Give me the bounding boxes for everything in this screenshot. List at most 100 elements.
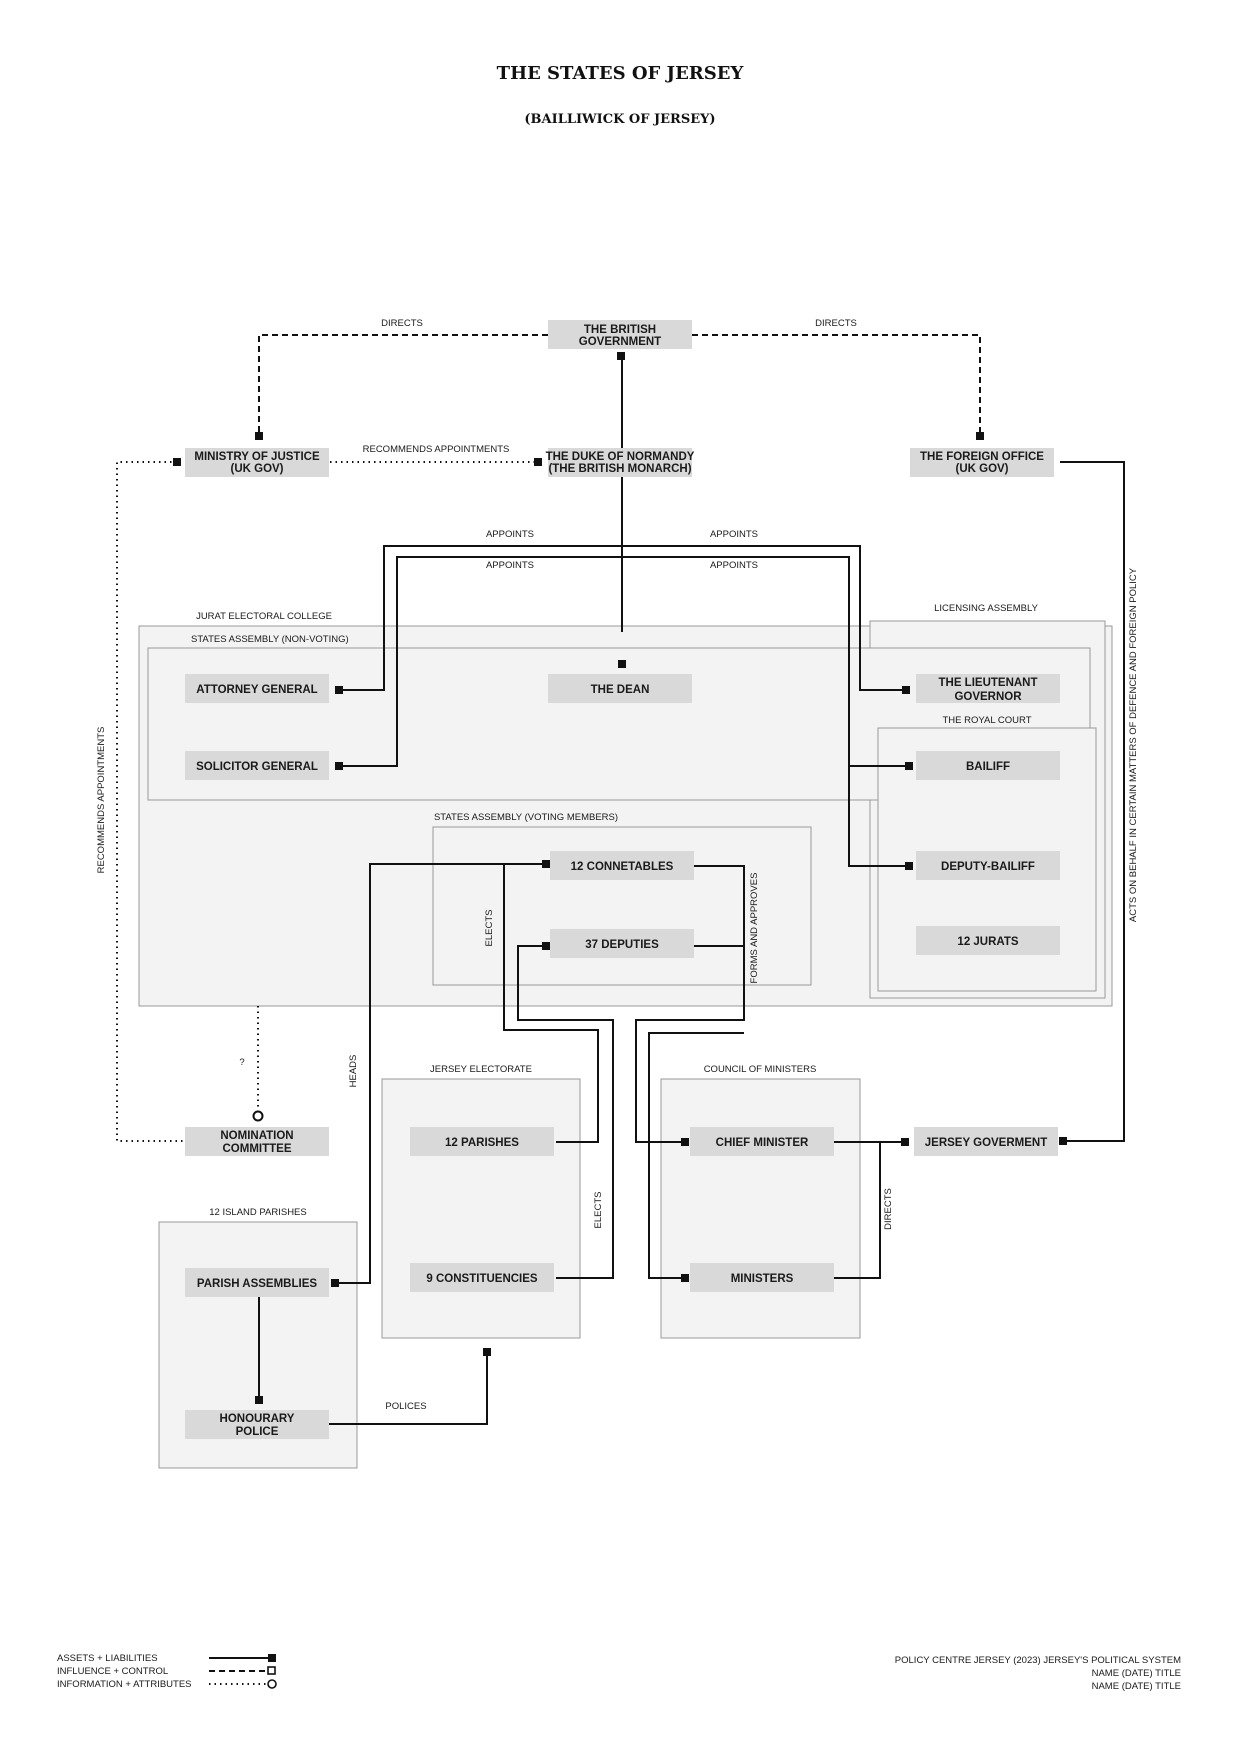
node-nomination-committee[interactable]: NOMINATION COMMITTEE bbox=[185, 1127, 329, 1156]
marker bbox=[542, 942, 550, 950]
node-label: COMMITTEE bbox=[223, 1143, 292, 1155]
node-solicitor-general[interactable]: SOLICITOR GENERAL bbox=[185, 751, 329, 780]
edge-appoints-outer bbox=[339, 545, 906, 691]
label-island-parishes: 12 ISLAND PARISHES bbox=[209, 1207, 307, 1218]
node-label: THE BRITISH bbox=[584, 324, 656, 336]
solid-connections bbox=[258, 356, 1125, 1425]
marker bbox=[902, 686, 910, 694]
edge-forms-chief-minister bbox=[635, 865, 745, 1143]
node-label: 9 CONSTITUENCIES bbox=[426, 1273, 538, 1285]
node-label: 12 PARISHES bbox=[445, 1137, 519, 1149]
label-states-assembly-non-voting: STATES ASSEMBLY (NON-VOTING) bbox=[191, 634, 349, 645]
legend-label-dashed: INFLUENCE + CONTROL bbox=[57, 1666, 168, 1677]
citation-line: NAME (DATE) TITLE bbox=[1092, 1681, 1181, 1692]
edge-polices bbox=[329, 1352, 488, 1425]
node-label: MINISTERS bbox=[731, 1273, 794, 1285]
edge-directs-ministers bbox=[834, 1141, 881, 1279]
legend: ASSETS + LIABILITIES INFLUENCE + CONTROL… bbox=[57, 1653, 277, 1690]
marker bbox=[976, 432, 984, 440]
label-recommends-appointments-top: RECOMMENDS APPOINTMENTS bbox=[363, 444, 510, 455]
node-parishes[interactable]: 12 PARISHES bbox=[410, 1127, 554, 1156]
legend-marker-solid bbox=[268, 1654, 276, 1662]
marker bbox=[534, 458, 542, 466]
marker bbox=[618, 660, 626, 668]
marker bbox=[335, 686, 343, 694]
legend-label-solid: ASSETS + LIABILITIES bbox=[57, 1653, 158, 1664]
label-forms-and-approves: FORMS AND APPROVES bbox=[749, 873, 760, 984]
marker bbox=[905, 762, 913, 770]
node-label: 37 DEPUTIES bbox=[585, 939, 659, 951]
marker bbox=[335, 762, 343, 770]
marker bbox=[542, 860, 550, 868]
node-label: GOVERNOR bbox=[954, 691, 1022, 703]
node-foreign-office[interactable]: THE FOREIGN OFFICE (UK GOV) bbox=[910, 448, 1054, 477]
node-label: JERSEY GOVERMENT bbox=[925, 1137, 1048, 1149]
node-label: (THE BRITISH MONARCH) bbox=[548, 463, 691, 475]
node-attorney-general[interactable]: ATTORNEY GENERAL bbox=[185, 674, 329, 703]
dashed-connections bbox=[258, 334, 981, 436]
label-elects-2: ELECTS bbox=[593, 1192, 604, 1229]
node-constituencies[interactable]: 9 CONSTITUENCIES bbox=[410, 1263, 554, 1292]
node-label: THE DUKE OF NORMANDY bbox=[546, 451, 695, 463]
label-appoints-4: APPOINTS bbox=[710, 560, 758, 571]
label-appoints-1: APPOINTS bbox=[486, 529, 534, 540]
dotted-connections bbox=[116, 461, 538, 1142]
node-label: BAILIFF bbox=[966, 761, 1010, 773]
edge-parishes-connetables bbox=[503, 863, 599, 1143]
label-question: ? bbox=[239, 1057, 244, 1068]
marker bbox=[173, 458, 181, 466]
node-label: HONOURARY bbox=[220, 1413, 295, 1425]
node-the-dean[interactable]: THE DEAN bbox=[548, 674, 692, 703]
group-council-of-ministers bbox=[660, 1078, 861, 1339]
legend-label-dotted: INFORMATION + ATTRIBUTES bbox=[57, 1679, 192, 1690]
node-lieutenant-governor[interactable]: THE LIEUTENANT GOVERNOR bbox=[916, 674, 1060, 703]
node-jurats[interactable]: 12 JURATS bbox=[916, 926, 1060, 955]
label-states-assembly-voting: STATES ASSEMBLY (VOTING MEMBERS) bbox=[434, 812, 618, 823]
node-label: POLICE bbox=[236, 1426, 279, 1438]
nodes: THE BRITISH GOVERNMENT MINISTRY OF JUSTI… bbox=[185, 320, 1060, 1439]
node-label: 12 JURATS bbox=[957, 936, 1018, 948]
label-jersey-electorate: JERSEY ELECTORATE bbox=[430, 1064, 532, 1075]
citation: POLICY CENTRE JERSEY (2023) JERSEY'S POL… bbox=[895, 1655, 1181, 1692]
node-jersey-government[interactable]: JERSEY GOVERMENT bbox=[914, 1127, 1058, 1156]
node-connetables[interactable]: 12 CONNETABLES bbox=[550, 851, 694, 880]
node-duke-of-normandy[interactable]: THE DUKE OF NORMANDY (THE BRITISH MONARC… bbox=[546, 448, 695, 477]
label-heads: HEADS bbox=[348, 1055, 359, 1088]
citation-line: POLICY CENTRE JERSEY (2023) JERSEY'S POL… bbox=[895, 1655, 1181, 1666]
group-labels: JURAT ELECTORAL COLLEGE STATES ASSEMBLY … bbox=[191, 603, 1039, 1218]
node-label: SOLICITOR GENERAL bbox=[196, 761, 318, 773]
node-label: GOVERNMENT bbox=[579, 336, 661, 348]
label-licensing-assembly: LICENSING ASSEMBLY bbox=[934, 603, 1038, 614]
label-directs-left: DIRECTS bbox=[381, 318, 423, 329]
node-parish-assemblies[interactable]: PARISH ASSEMBLIES bbox=[185, 1268, 329, 1297]
label-appoints-3: APPOINTS bbox=[486, 560, 534, 571]
marker bbox=[483, 1348, 491, 1356]
marker bbox=[1059, 1137, 1067, 1145]
edge-constituencies-deputies bbox=[517, 945, 614, 1279]
node-chief-minister[interactable]: CHIEF MINISTER bbox=[690, 1127, 834, 1156]
node-label: MINISTRY OF JUSTICE bbox=[194, 451, 320, 463]
node-honourary-police[interactable]: HONOURARY POLICE bbox=[185, 1410, 329, 1439]
label-appoints-2: APPOINTS bbox=[710, 529, 758, 540]
node-deputies[interactable]: 37 DEPUTIES bbox=[550, 929, 694, 958]
node-british-government[interactable]: THE BRITISH GOVERNMENT bbox=[548, 320, 692, 349]
node-label: THE FOREIGN OFFICE bbox=[920, 451, 1044, 463]
node-label: CHIEF MINISTER bbox=[716, 1137, 809, 1149]
node-deputy-bailiff[interactable]: DEPUTY-BAILIFF bbox=[916, 851, 1060, 880]
label-recommends-appointments-side: RECOMMENDS APPOINTMENTS bbox=[96, 727, 107, 874]
edge-appoints-inner bbox=[339, 556, 909, 867]
label-directs-ministers: DIRECTS bbox=[883, 1188, 894, 1230]
node-ministry-of-justice[interactable]: MINISTRY OF JUSTICE (UK GOV) bbox=[185, 448, 329, 477]
page-subtitle: (BAILLIWICK OF JERSEY) bbox=[524, 112, 715, 127]
label-council-of-ministers: COUNCIL OF MINISTERS bbox=[704, 1064, 817, 1075]
page-title: THE STATES OF JERSEY bbox=[497, 63, 745, 84]
marker bbox=[331, 1279, 339, 1287]
edge-heads bbox=[335, 863, 546, 1284]
node-bailiff[interactable]: BAILIFF bbox=[916, 751, 1060, 780]
label-polices: POLICES bbox=[385, 1401, 426, 1412]
label-elects-1: ELECTS bbox=[484, 910, 495, 947]
marker bbox=[905, 862, 913, 870]
node-ministers[interactable]: MINISTERS bbox=[690, 1263, 834, 1292]
marker bbox=[255, 1396, 263, 1404]
edge-directs-foreign-office bbox=[692, 334, 981, 436]
